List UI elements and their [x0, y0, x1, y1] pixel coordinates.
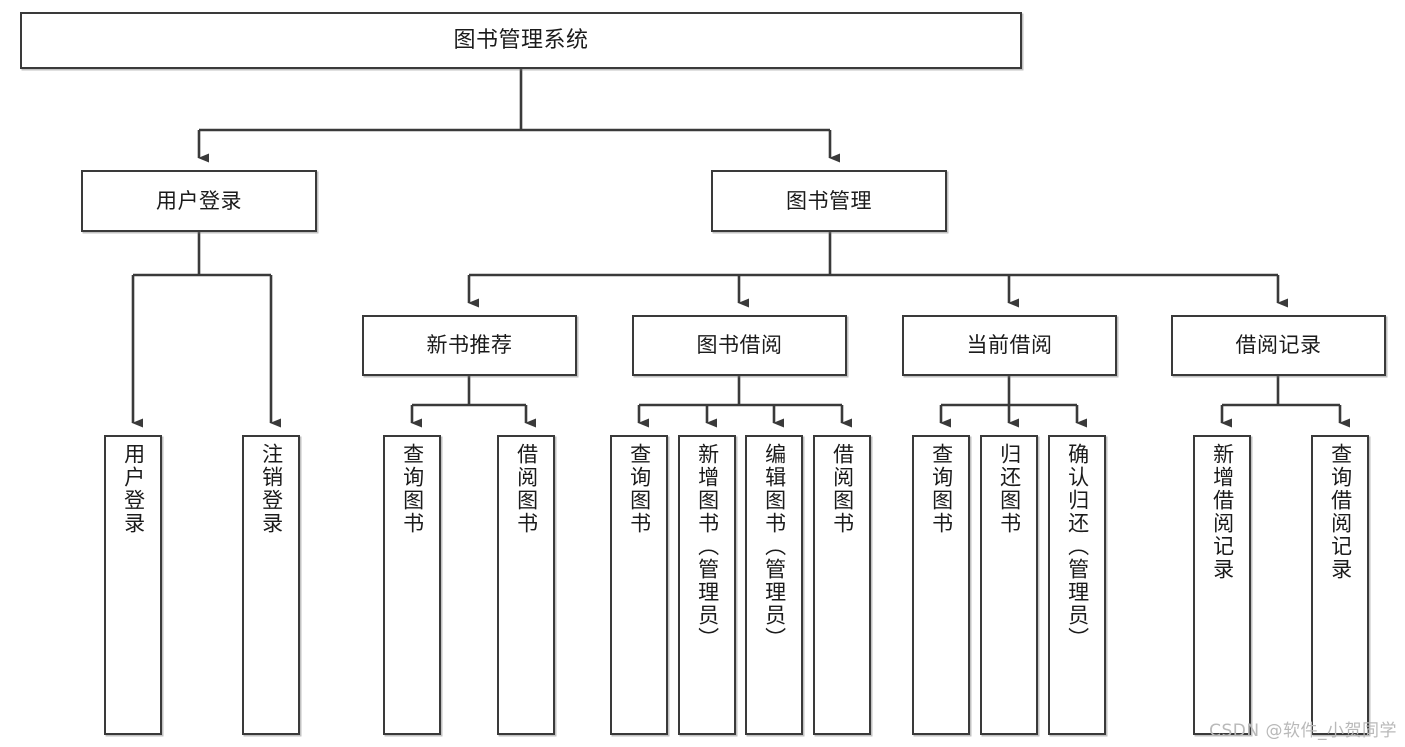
leaf-user-login-login[interactable]: 用户登录 — [104, 435, 162, 735]
leaf-current-confirm-return-admin[interactable]: 确认归还（管理员） — [1048, 435, 1106, 735]
leaf-recommend-borrow-book[interactable]: 借阅图书 — [497, 435, 555, 735]
node-label: 当前借阅 — [966, 333, 1053, 358]
node-label: 编辑图书（管理员） — [762, 443, 787, 650]
node-label: 新增图书（管理员） — [695, 443, 720, 650]
leaf-current-query-book[interactable]: 查询图书 — [912, 435, 970, 735]
node-label: 图书管理系统 — [453, 27, 589, 53]
leaf-record-query-borrow-record[interactable]: 查询借阅记录 — [1311, 435, 1369, 735]
node-label: 借阅图书 — [830, 443, 855, 535]
node-book-borrow[interactable]: 图书借阅 — [632, 315, 847, 376]
node-label: 用户登录 — [121, 443, 146, 535]
leaf-record-add-borrow-record[interactable]: 新增借阅记录 — [1193, 435, 1251, 735]
leaf-user-login-logout[interactable]: 注销登录 — [242, 435, 300, 735]
node-new-book-recommend[interactable]: 新书推荐 — [362, 315, 577, 376]
leaf-borrow-query-book[interactable]: 查询图书 — [610, 435, 668, 735]
node-label: 注销登录 — [259, 443, 284, 535]
leaf-borrow-add-book-admin[interactable]: 新增图书（管理员） — [678, 435, 736, 735]
node-label: 图书借阅 — [696, 333, 783, 358]
node-label: 图书管理 — [786, 188, 872, 213]
node-current-borrow[interactable]: 当前借阅 — [902, 315, 1117, 376]
node-label: 新增借阅记录 — [1210, 443, 1235, 581]
node-label: 查询图书 — [627, 443, 652, 535]
node-book-management[interactable]: 图书管理 — [711, 170, 947, 232]
node-label: 借阅记录 — [1235, 333, 1322, 358]
leaf-recommend-query-book[interactable]: 查询图书 — [383, 435, 441, 735]
node-label: 确认归还（管理员） — [1065, 443, 1090, 650]
node-label: 归还图书 — [997, 443, 1022, 535]
leaf-borrow-borrow-book[interactable]: 借阅图书 — [813, 435, 871, 735]
node-root-book-management-system[interactable]: 图书管理系统 — [20, 12, 1022, 69]
node-label: 查询借阅记录 — [1328, 443, 1353, 581]
csdn-watermark: CSDN @软件_小贺同学 — [1209, 721, 1397, 741]
node-borrow-record[interactable]: 借阅记录 — [1171, 315, 1386, 376]
node-user-login[interactable]: 用户登录 — [81, 170, 317, 232]
node-label: 借阅图书 — [514, 443, 539, 535]
node-label: 查询图书 — [929, 443, 954, 535]
leaf-current-return-book[interactable]: 归还图书 — [980, 435, 1038, 735]
node-label: 查询图书 — [400, 443, 425, 535]
node-label: 新书推荐 — [426, 333, 513, 358]
leaf-borrow-edit-book-admin[interactable]: 编辑图书（管理员） — [745, 435, 803, 735]
node-label: 用户登录 — [156, 188, 242, 213]
